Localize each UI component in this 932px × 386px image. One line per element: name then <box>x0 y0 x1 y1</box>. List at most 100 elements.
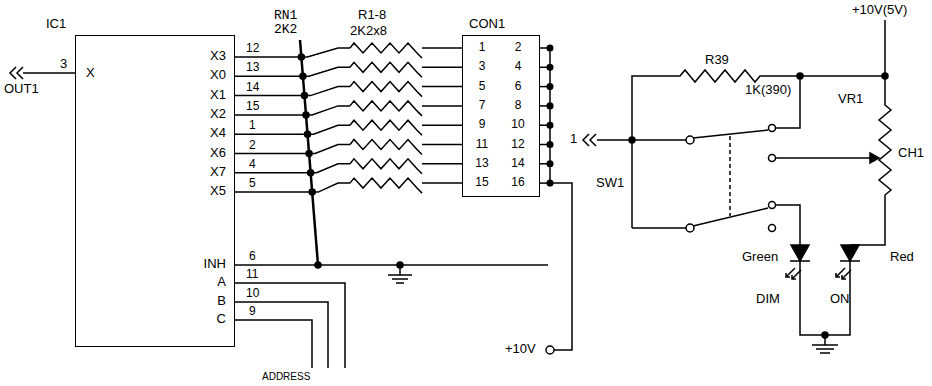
signal-name: +10V(5V) <box>852 3 907 18</box>
resistor-symbol <box>350 140 422 155</box>
supply-wire <box>550 48 572 350</box>
resistor-symbol <box>350 101 422 116</box>
signal-wire <box>235 164 462 173</box>
pin-number: 9 <box>249 305 256 319</box>
switch-contact <box>769 155 776 162</box>
pin-number: 12 <box>246 42 259 56</box>
ground-symbol <box>812 335 838 353</box>
part-name: IC1 <box>46 17 66 32</box>
pin-number: 10 <box>503 118 533 132</box>
junction-dot <box>547 142 553 148</box>
led-symbol <box>840 245 860 261</box>
junction-dot <box>303 112 309 118</box>
part-label: VR1 <box>838 92 863 107</box>
pin-number: 3 <box>467 60 497 74</box>
switch-contact <box>686 224 694 232</box>
pin-number: 4 <box>249 158 256 172</box>
junction-dot <box>309 189 315 195</box>
pin-name: C <box>217 312 226 327</box>
wiper-wire <box>776 157 872 159</box>
pin-name: X6 <box>210 146 226 161</box>
wire <box>632 227 686 229</box>
part-label: Green <box>742 250 778 265</box>
part-label: RN1 <box>274 9 297 24</box>
junction-dot <box>308 170 314 176</box>
pin-number: 13 <box>246 61 259 75</box>
resistor-symbol <box>350 120 422 135</box>
connector-chevron <box>583 134 686 146</box>
pin-name: X7 <box>210 165 226 180</box>
ic-box: IC1XX3X0X1X2X4X6X7X5INHABC <box>75 35 235 347</box>
signal-wire <box>235 125 462 134</box>
junction-dot <box>305 131 311 137</box>
part-label: Red <box>890 250 914 265</box>
pin-number: 15 <box>246 100 259 114</box>
junction-dot <box>547 161 553 167</box>
pin-number: 12 <box>503 138 533 152</box>
pin-name: B <box>217 294 226 309</box>
pin-number: 5 <box>467 80 497 94</box>
switch-contact <box>769 125 776 132</box>
junction-dot <box>547 122 553 128</box>
signal-wire <box>235 183 462 192</box>
ground-symbol <box>388 265 412 283</box>
signal-name: ADDRESS <box>262 371 310 383</box>
resistor-symbol <box>350 82 422 97</box>
signal-wire <box>235 67 462 76</box>
pin-number: 9 <box>467 118 497 132</box>
pin-number: 6 <box>503 80 533 94</box>
signal-wire <box>235 106 462 115</box>
part-label: ON <box>830 292 850 307</box>
signal-name: OUT1 <box>4 82 39 97</box>
junction-dot <box>882 73 888 79</box>
resistor-symbol <box>350 43 422 58</box>
ground-wire <box>800 261 850 335</box>
pin-number: 8 <box>503 99 533 113</box>
signal-wire <box>235 145 462 154</box>
pin-name: A <box>217 275 226 290</box>
signal-wire <box>235 87 462 96</box>
junction-dot <box>301 93 307 99</box>
switch-contact <box>769 202 776 209</box>
junction-dot <box>300 73 306 79</box>
pin-name: X3 <box>210 49 226 64</box>
pin-number: 3 <box>60 57 67 72</box>
resistor-symbol <box>350 178 422 193</box>
junction-dot <box>547 45 553 51</box>
pin-number: 11 <box>246 268 258 282</box>
part-label: 2K2 <box>274 23 297 38</box>
switch-contact <box>686 136 694 144</box>
signal-wire <box>235 48 462 57</box>
pin-number: 4 <box>503 60 533 74</box>
wiper-arrow <box>870 153 879 163</box>
switch-link <box>729 136 731 216</box>
pin-number: 14 <box>246 81 259 95</box>
resistor-network-bus <box>300 40 318 265</box>
pin-number: 2 <box>249 139 256 153</box>
wire <box>776 205 800 245</box>
part-label: 2K2x8 <box>350 24 387 39</box>
terminal-circle <box>546 346 554 354</box>
part-label: CH1 <box>898 146 924 161</box>
junction-dot <box>547 180 553 186</box>
pin-name: X0 <box>210 68 226 83</box>
pin-number: 6 <box>249 250 256 264</box>
resistor-symbol <box>350 159 422 174</box>
pin-name: INH <box>204 257 226 272</box>
junction-dot <box>547 65 553 71</box>
switch-contact <box>769 225 776 232</box>
pin-number: 2 <box>503 41 533 55</box>
part-label: SW1 <box>596 176 624 191</box>
part-label: 1K(390) <box>745 83 791 98</box>
pin-name: X2 <box>210 107 226 122</box>
connector-box: CON112345678910111213141516 <box>462 35 540 197</box>
part-label: R1-8 <box>358 8 386 23</box>
ground-wire <box>235 264 548 266</box>
pin-number: 1 <box>467 41 497 55</box>
junction-dot <box>298 54 304 60</box>
pin-number: 5 <box>249 177 256 191</box>
pin-number: 7 <box>467 99 497 113</box>
